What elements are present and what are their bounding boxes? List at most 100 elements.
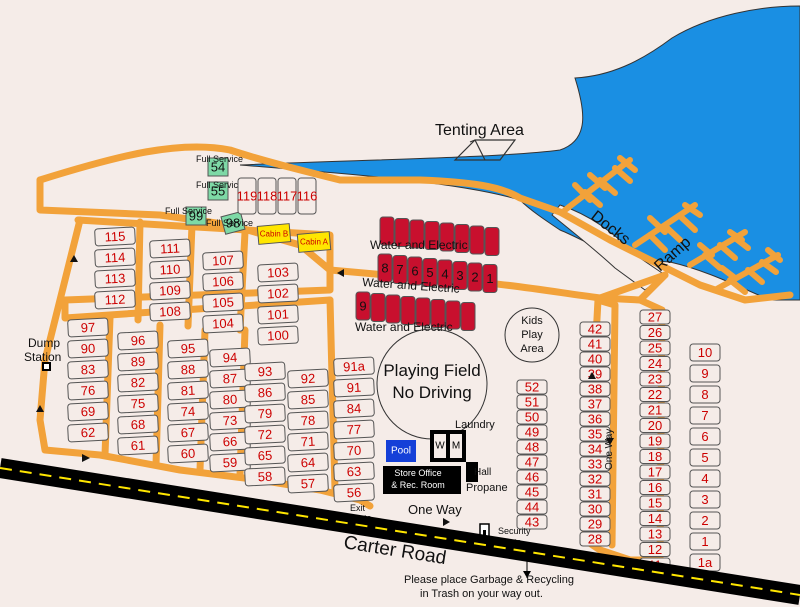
site-59[interactable]: 59 xyxy=(209,452,251,473)
site-1[interactable]: 1 xyxy=(482,264,498,293)
site-66[interactable]: 66 xyxy=(209,431,251,452)
site-40[interactable]: 40 xyxy=(579,351,611,367)
site-27[interactable]: 27 xyxy=(639,309,671,325)
site-82[interactable]: 82 xyxy=(117,372,159,393)
site-44[interactable]: 44 xyxy=(516,499,548,515)
site-22[interactable]: 22 xyxy=(639,387,671,402)
site-118[interactable]: 118 xyxy=(257,177,278,215)
site-water-electric[interactable] xyxy=(400,296,416,325)
site-113[interactable]: 113 xyxy=(94,268,136,289)
site-4[interactable]: 4 xyxy=(437,259,453,289)
site-98[interactable]: 98 xyxy=(220,211,246,235)
site-85[interactable]: 85 xyxy=(287,389,329,410)
site-55[interactable]: 55 xyxy=(207,181,229,201)
site-29[interactable]: 29 xyxy=(579,516,611,532)
site-75[interactable]: 75 xyxy=(117,393,159,414)
site-15[interactable]: 15 xyxy=(639,495,671,511)
site-86[interactable]: 86 xyxy=(244,382,286,403)
site-80[interactable]: 80 xyxy=(209,389,251,410)
site-67[interactable]: 67 xyxy=(167,422,209,443)
site-35[interactable]: 35 xyxy=(579,426,611,442)
site-84[interactable]: 84 xyxy=(333,398,375,419)
site-12[interactable]: 12 xyxy=(639,542,671,557)
site-61[interactable]: 61 xyxy=(117,435,159,456)
site-4[interactable]: 4 xyxy=(689,469,721,488)
site-water-electric[interactable] xyxy=(454,224,470,253)
site-9[interactable]: 9 xyxy=(689,364,721,383)
site-7[interactable]: 7 xyxy=(689,406,721,425)
site-97[interactable]: 97 xyxy=(67,317,109,338)
site-5[interactable]: 5 xyxy=(422,258,438,287)
site-water-electric[interactable] xyxy=(370,293,386,322)
site-42[interactable]: 42 xyxy=(579,321,611,337)
site-6[interactable]: 6 xyxy=(407,256,423,286)
site-112[interactable]: 112 xyxy=(94,289,136,310)
site-64[interactable]: 64 xyxy=(287,452,329,473)
site-93[interactable]: 93 xyxy=(244,361,286,382)
site-77[interactable]: 77 xyxy=(333,419,375,440)
site-100[interactable]: 100 xyxy=(257,325,299,346)
site-109[interactable]: 109 xyxy=(149,280,191,301)
site-9[interactable]: 9 xyxy=(355,291,371,321)
site-87[interactable]: 87 xyxy=(209,368,251,389)
site-79[interactable]: 79 xyxy=(244,403,286,424)
site-65[interactable]: 65 xyxy=(244,445,286,466)
site-19[interactable]: 19 xyxy=(639,433,671,449)
site-94[interactable]: 94 xyxy=(209,347,251,368)
site-26[interactable]: 26 xyxy=(639,325,671,340)
site-13[interactable]: 13 xyxy=(639,526,671,542)
site-107[interactable]: 107 xyxy=(202,250,244,271)
site-34[interactable]: 34 xyxy=(579,441,611,457)
site-3[interactable]: 3 xyxy=(452,261,468,290)
site-water-electric[interactable] xyxy=(430,299,446,328)
site-99[interactable]: 99 xyxy=(185,206,207,226)
site-91[interactable]: 91 xyxy=(333,377,375,398)
site-38[interactable]: 38 xyxy=(579,381,611,397)
site-57[interactable]: 57 xyxy=(287,473,329,494)
site-water-electric[interactable] xyxy=(379,216,395,246)
site-101[interactable]: 101 xyxy=(257,304,299,325)
site-70[interactable]: 70 xyxy=(333,440,375,461)
site-108[interactable]: 108 xyxy=(149,301,191,322)
site-60[interactable]: 60 xyxy=(167,443,209,464)
site-water-electric[interactable] xyxy=(484,227,500,256)
site-water-electric[interactable] xyxy=(385,294,401,324)
site-91a[interactable]: 91a xyxy=(333,356,375,377)
site-water-electric[interactable] xyxy=(394,218,410,247)
site-39[interactable]: 39 xyxy=(579,366,611,382)
site-117[interactable]: 117 xyxy=(277,177,298,215)
site-81[interactable]: 81 xyxy=(167,380,209,401)
site-114[interactable]: 114 xyxy=(94,247,136,268)
site-water-electric[interactable] xyxy=(409,219,425,249)
site-1a[interactable]: 1a xyxy=(689,553,721,572)
site-36[interactable]: 36 xyxy=(579,411,611,427)
site-8[interactable]: 8 xyxy=(377,253,393,283)
site-10[interactable]: 10 xyxy=(689,343,721,362)
site-5[interactable]: 5 xyxy=(689,448,721,467)
site-92[interactable]: 92 xyxy=(287,368,329,389)
site-28[interactable]: 28 xyxy=(579,531,611,547)
cabin-b[interactable]: Cabin B xyxy=(256,223,292,245)
site-49[interactable]: 49 xyxy=(516,424,548,440)
site-41[interactable]: 41 xyxy=(579,336,611,352)
site-31[interactable]: 31 xyxy=(579,486,611,502)
site-73[interactable]: 73 xyxy=(209,410,251,431)
site-48[interactable]: 48 xyxy=(516,439,548,455)
site-96[interactable]: 96 xyxy=(117,330,159,351)
site-water-electric[interactable] xyxy=(460,302,476,331)
site-52[interactable]: 52 xyxy=(516,379,548,395)
site-104[interactable]: 104 xyxy=(202,313,244,334)
site-119[interactable]: 119 xyxy=(237,177,258,215)
site-water-electric[interactable] xyxy=(415,297,431,327)
site-71[interactable]: 71 xyxy=(287,431,329,452)
site-25[interactable]: 25 xyxy=(639,340,671,356)
site-88[interactable]: 88 xyxy=(167,359,209,380)
site-89[interactable]: 89 xyxy=(117,351,159,372)
site-78[interactable]: 78 xyxy=(287,410,329,431)
site-water-electric[interactable] xyxy=(469,225,485,255)
site-106[interactable]: 106 xyxy=(202,271,244,292)
site-33[interactable]: 33 xyxy=(579,456,611,472)
site-105[interactable]: 105 xyxy=(202,292,244,313)
site-23[interactable]: 23 xyxy=(639,371,671,387)
site-63[interactable]: 63 xyxy=(333,461,375,482)
